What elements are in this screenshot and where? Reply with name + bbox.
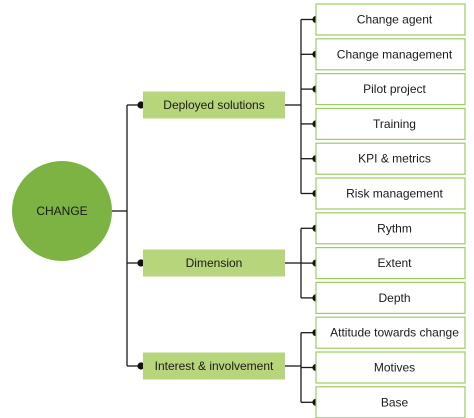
root-node-circle (12, 161, 112, 261)
branch-label: Interest & involvement (155, 359, 274, 373)
leaf-label: KPI & metrics (358, 152, 431, 166)
leaf-label: Training (373, 117, 416, 131)
leaf-label: Change management (337, 47, 453, 61)
branch-box (143, 249, 285, 277)
leaf-box (315, 107, 466, 141)
leaf-box (315, 177, 466, 210)
leaf-label: Rythm (377, 221, 412, 235)
connector-dot (137, 259, 145, 267)
leaf-label: Motives (374, 361, 415, 375)
leaf-box (315, 281, 466, 314)
branch-label: Dimension (186, 256, 243, 270)
leaf-label: Depth (378, 291, 410, 305)
leaf-box (315, 72, 466, 106)
branch-label: Deployed solutions (163, 98, 264, 112)
leaf-box (315, 3, 466, 36)
leaf-box (315, 38, 466, 71)
leaf-box (315, 316, 466, 349)
leaf-label: Extent (377, 256, 412, 270)
connector-lines (112, 15, 320, 406)
leaf-label: Base (381, 395, 409, 409)
leaf-label: Pilot project (363, 82, 426, 96)
leaf-box (315, 212, 466, 245)
connector-dot (137, 101, 145, 109)
leaf-box (315, 351, 466, 384)
leaf-label: Risk management (346, 187, 443, 201)
branch-box (143, 91, 285, 119)
leaf-box (315, 386, 466, 418)
leaf-box (315, 247, 466, 280)
connector-dot (137, 362, 145, 370)
root-node-label: CHANGE (36, 204, 87, 218)
leaf-box (315, 142, 466, 175)
diagram-nodes: CHANGE Deployed solutions Change agentChan… (12, 3, 466, 418)
leaf-label: Change agent (357, 13, 433, 27)
leaf-label: Attitude towards change (330, 326, 459, 340)
branch-box (143, 352, 285, 380)
